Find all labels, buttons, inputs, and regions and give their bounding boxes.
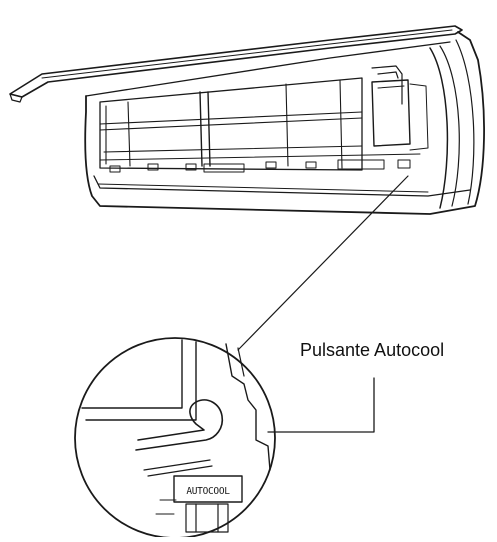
detail-magnifier: AUTOCOOL — [74, 337, 276, 539]
control-box — [371, 79, 429, 151]
bottom-clips — [99, 153, 421, 173]
leader-line — [237, 175, 409, 351]
indoor-unit — [9, 25, 485, 215]
autocool-button-label: Pulsante Autocool — [300, 340, 445, 360]
autocool-button: AUTOCOOL — [173, 475, 243, 533]
front-panel — [9, 25, 463, 103]
filter-frame — [99, 65, 403, 171]
unit-body — [84, 31, 485, 215]
autocool-marking: AUTOCOOL — [186, 486, 230, 497]
callout-bracket — [267, 377, 375, 433]
detail-internals: AUTOCOOL — [81, 339, 271, 533]
